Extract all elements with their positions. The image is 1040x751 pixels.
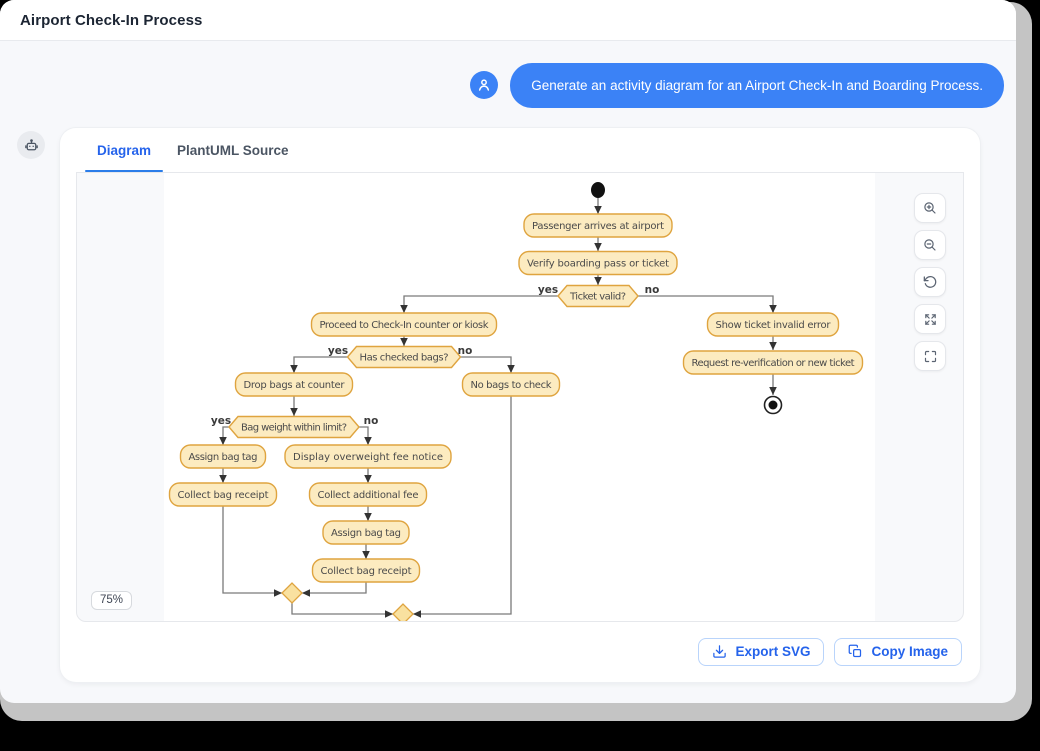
svg-text:No bags to check: No bags to check: [471, 380, 552, 391]
download-icon: [713, 645, 727, 658]
svg-text:Display overweight fee notice: Display overweight fee notice: [293, 452, 443, 463]
fullscreen-icon: [924, 350, 936, 362]
svg-text:Collect additional fee: Collect additional fee: [318, 490, 419, 501]
svg-text:no: no: [645, 284, 660, 296]
title-bar: Airport Check-In Process: [0, 0, 1016, 41]
svg-text:no: no: [458, 345, 473, 357]
page-title: Airport Check-In Process: [20, 11, 203, 29]
app-window: Airport Check-In Process Generate an act…: [0, 0, 1016, 703]
card-footer: Export SVG Copy Image: [60, 622, 980, 666]
svg-text:yes: yes: [538, 284, 558, 296]
svg-text:Request re-verification or new: Request re-verification or new ticket: [692, 358, 855, 369]
svg-text:Collect bag receipt: Collect bag receipt: [321, 566, 412, 577]
expand-button[interactable]: [914, 304, 946, 334]
svg-text:Collect bag receipt: Collect bag receipt: [178, 490, 269, 501]
reset-view-button[interactable]: [914, 267, 946, 297]
svg-text:Verify boarding pass or ticket: Verify boarding pass or ticket: [527, 259, 669, 270]
svg-text:Drop bags at counter: Drop bags at counter: [244, 380, 346, 391]
svg-text:Show ticket invalid error: Show ticket invalid error: [716, 320, 832, 331]
result-card: Diagram PlantUML Source Passenger arrive…: [60, 128, 980, 682]
copy-image-label: Copy Image: [871, 644, 948, 659]
svg-text:Passenger arrives at airport: Passenger arrives at airport: [532, 221, 664, 232]
zoom-in-button[interactable]: [914, 193, 946, 223]
reset-view-icon: [923, 275, 937, 288]
svg-text:yes: yes: [211, 415, 231, 427]
copy-icon: [849, 644, 862, 658]
person-icon: [479, 79, 490, 91]
svg-text:Has checked bags?: Has checked bags?: [360, 353, 449, 364]
zoom-out-icon: [924, 239, 936, 251]
tab-diagram[interactable]: Diagram: [84, 128, 164, 172]
bot-avatar: [17, 131, 45, 159]
tab-bar: Diagram PlantUML Source: [60, 128, 980, 172]
svg-text:no: no: [364, 415, 379, 427]
user-message-bubble: Generate an activity diagram for an Airp…: [510, 63, 1004, 108]
export-svg-button[interactable]: Export SVG: [698, 638, 825, 666]
tab-plantuml-source[interactable]: PlantUML Source: [177, 142, 289, 158]
user-avatar: [470, 71, 499, 99]
zoom-in-icon: [924, 202, 936, 214]
svg-text:Ticket valid?: Ticket valid?: [569, 292, 626, 303]
svg-text:yes: yes: [328, 345, 348, 357]
robot-icon: [24, 138, 38, 150]
export-svg-label: Export SVG: [735, 644, 811, 659]
svg-text:Bag weight within limit?: Bag weight within limit?: [241, 423, 347, 434]
copy-image-button[interactable]: Copy Image: [834, 638, 962, 666]
fullscreen-button[interactable]: [914, 341, 946, 371]
svg-text:Assign bag tag: Assign bag tag: [331, 528, 401, 539]
chat-row: Generate an activity diagram for an Airp…: [0, 63, 1004, 108]
viewer-controls: [914, 193, 946, 371]
zoom-out-button[interactable]: [914, 230, 946, 260]
svg-text:Proceed to Check-In counter or: Proceed to Check-In counter or kiosk: [320, 320, 489, 331]
svg-text:Assign bag tag: Assign bag tag: [189, 452, 258, 463]
zoom-level-badge: 75%: [91, 591, 133, 610]
expand-icon: [924, 313, 936, 325]
